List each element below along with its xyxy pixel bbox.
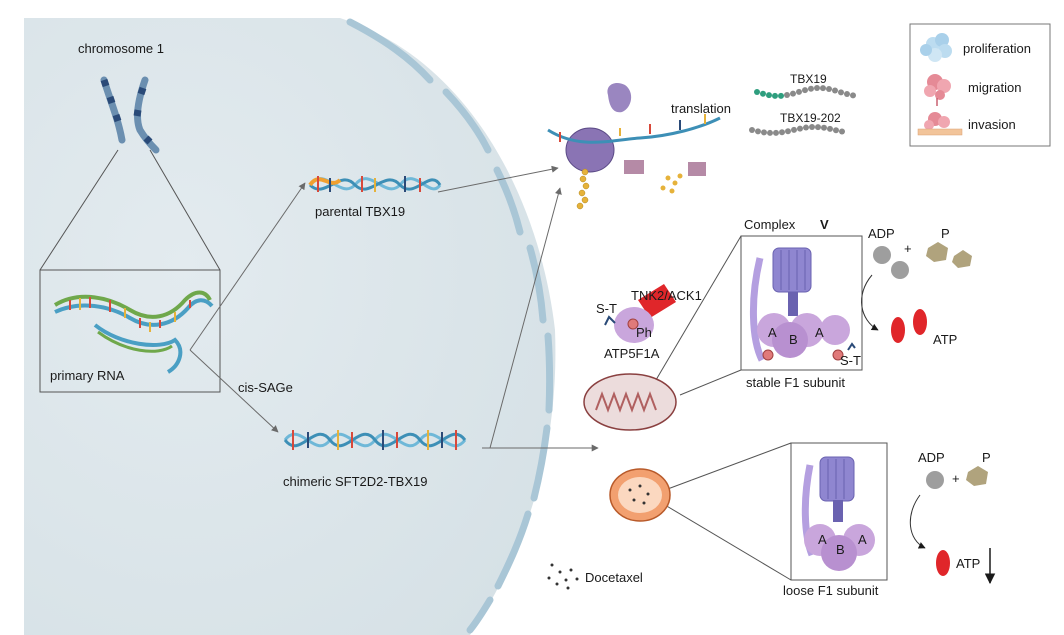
zoom-lines-stable: [652, 235, 742, 396]
peptide-bead: [779, 129, 785, 136]
peptide-bead: [832, 87, 838, 94]
peptide-bead: [761, 129, 767, 136]
peptide-bead: [796, 88, 802, 95]
subunit-a3: A: [818, 532, 827, 547]
st-left-label: S-T: [596, 301, 617, 316]
peptide-bead: [749, 127, 755, 133]
subunit-b2: B: [836, 542, 845, 557]
peptide-bead: [802, 87, 808, 94]
plus-bottom-label: +: [952, 471, 960, 486]
zoom-lines: [39, 149, 221, 271]
legend-proliferation: proliferation: [963, 41, 1031, 56]
nucleus: [24, 18, 556, 635]
nuclear-envelope: [346, 18, 554, 634]
peptide-bead: [790, 90, 796, 97]
tbx19-202-label: TBX19-202: [780, 111, 841, 125]
atp-bottom-label: ATP: [956, 556, 980, 571]
atp5f1a-group: [604, 284, 676, 343]
docetaxel-label: Docetaxel: [585, 570, 643, 585]
parental-tbx19-helix: [308, 176, 442, 192]
peptide-bead: [766, 92, 772, 99]
peptide-bead: [815, 124, 821, 131]
adp-top-label: ADP: [868, 226, 895, 241]
peptide-bead: [826, 86, 832, 93]
peptide-bead: [803, 124, 809, 131]
ph-label: Ph: [636, 325, 652, 340]
subunit-b1: B: [789, 332, 798, 347]
subunit-a2: A: [815, 325, 824, 340]
parental-tbx19-label: parental TBX19: [315, 204, 405, 219]
peptide-bead: [850, 92, 856, 99]
zoom-lines-loose: [664, 442, 792, 581]
legend-invasion: invasion: [968, 117, 1016, 132]
tbx19-202-peptide-beads: [749, 124, 845, 136]
export-arrows: [437, 165, 599, 452]
peptide-bead: [838, 89, 844, 96]
p-bottom-label: P: [982, 450, 991, 465]
chimeric-helix: [283, 430, 467, 450]
peptide-bead: [767, 129, 773, 136]
atp-top-label: ATP: [933, 332, 957, 347]
chromosome-label: chromosome 1: [78, 41, 164, 56]
tbx19-label: TBX19: [790, 72, 827, 86]
complex-label: Complex: [744, 217, 796, 232]
peptide-bead: [820, 85, 826, 92]
peptide-bead: [844, 91, 850, 98]
branch-lines: [189, 182, 306, 433]
tbx19-peptide-beads: [754, 85, 856, 99]
peptide-bead: [821, 124, 827, 131]
loose-f1-label: loose F1 subunit: [783, 583, 879, 598]
complex-v-stable: Complex V A B A: [740, 217, 863, 371]
subunit-a4: A: [858, 532, 867, 547]
atp-synthesis-top: [861, 242, 972, 343]
peptide-bead: [808, 85, 814, 92]
p-top-label: P: [941, 226, 950, 241]
legend-box: proliferation migration invasion: [909, 23, 1051, 147]
chimeric-label: chimeric SFT2D2-TBX19: [283, 474, 427, 489]
cis-sage-label: cis-SAGe: [238, 380, 293, 395]
atp5f1a-label: ATP5F1A: [604, 346, 660, 361]
legend-migration: migration: [968, 80, 1021, 95]
peptide-bead: [784, 92, 790, 99]
peptide-bead: [833, 127, 839, 134]
st-right-label: S-T: [840, 353, 861, 368]
peptide-bead: [809, 124, 815, 131]
invasion-icon: [917, 112, 963, 136]
peptide-bead: [797, 125, 803, 132]
peptide-bead: [839, 128, 845, 135]
mitochondrion-red: [583, 373, 677, 431]
mitochondrion-orange: [609, 468, 671, 522]
stable-f1-label: stable F1 subunit: [746, 375, 845, 390]
peptide-bead: [778, 92, 784, 99]
peptide-bead: [760, 90, 766, 97]
docetaxel-icon: [547, 563, 579, 590]
peptide-bead: [754, 89, 760, 95]
complex-v-loose: A B A: [790, 442, 888, 581]
peptide-bead: [814, 85, 820, 92]
ribosome: [547, 83, 721, 210]
migration-icon: [924, 74, 951, 106]
peptide-bead: [791, 126, 797, 133]
complex-roman: V: [820, 217, 829, 232]
primary-rna-box: primary RNA: [39, 269, 221, 393]
chromosome-1: chromosome 1: [78, 41, 164, 154]
peptide-bead: [773, 129, 779, 136]
atp-synthesis-bottom: [909, 466, 996, 585]
tnk2-label: TNK2/ACK1: [631, 288, 702, 303]
translation-label: translation: [671, 101, 731, 116]
subunit-a1: A: [768, 325, 777, 340]
plus-top-label: +: [904, 241, 912, 256]
peptide-bead: [755, 128, 761, 135]
primary-rna-label: primary RNA: [50, 368, 125, 383]
peptide-bead: [827, 125, 833, 132]
peptide-bead: [772, 92, 778, 99]
adp-bottom-label: ADP: [918, 450, 945, 465]
proliferation-icon: [920, 33, 952, 62]
peptide-bead: [785, 128, 791, 135]
